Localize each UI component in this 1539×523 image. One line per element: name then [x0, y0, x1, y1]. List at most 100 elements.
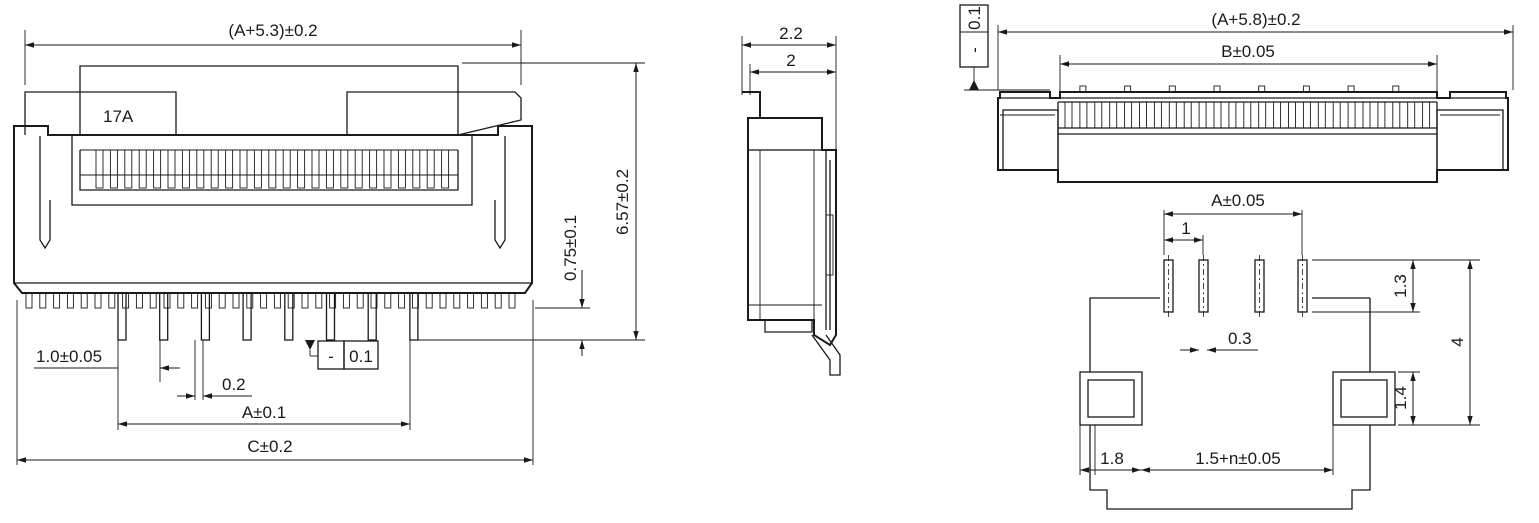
top-contact: [1317, 101, 1326, 129]
top-tolerance-sign: -: [965, 47, 984, 53]
contact-tooth: [369, 149, 378, 189]
pad-length-label: 1.3: [1391, 274, 1410, 298]
top-contact: [1109, 101, 1118, 129]
side-outer-label: 2.2: [779, 24, 803, 43]
housing-fin: [398, 292, 406, 309]
contact-tooth: [354, 149, 363, 189]
top-contact: [1198, 101, 1207, 129]
top-contact: [1228, 101, 1237, 129]
top-contact-tab: [1079, 85, 1087, 93]
housing-fin: [25, 292, 33, 309]
housing-fin: [80, 292, 88, 309]
pitch-label: 1: [1181, 219, 1190, 238]
contact-tooth: [325, 149, 334, 189]
contact-tooth: [383, 149, 392, 189]
housing-fin: [66, 292, 74, 309]
top-contact: [1139, 101, 1147, 129]
housing-fin: [301, 292, 309, 309]
top-contact: [1377, 101, 1386, 129]
housing-fin: [467, 292, 475, 309]
pad-width-label: 0.3: [1228, 329, 1252, 348]
top-contact: [1094, 101, 1103, 129]
solder-pin: [200, 292, 211, 341]
solder-pin: [284, 292, 294, 341]
housing-fin: [191, 292, 199, 309]
top-contacts: [1064, 85, 1431, 129]
contact-tooth: [109, 149, 118, 189]
housing-fin: [39, 292, 47, 309]
contact-tooth: [181, 149, 190, 189]
solder-pins: [117, 292, 419, 341]
top-contact: [1422, 101, 1431, 129]
side-view: 2.2 2: [741, 24, 841, 376]
solder-pin: [367, 292, 377, 341]
pad-span-label: A±0.05: [1211, 191, 1265, 210]
housing-fin: [218, 292, 226, 309]
solder-pin: [117, 292, 127, 341]
contact-tooth: [397, 149, 406, 189]
height-label: 6.57±0.2: [613, 169, 632, 235]
top-contact: [1153, 101, 1162, 129]
top-contact: [1332, 101, 1341, 129]
housing-fins: [25, 292, 516, 309]
housing-fin: [108, 292, 116, 309]
contact-teeth: [95, 149, 450, 189]
housing-fin: [135, 292, 143, 309]
housing-fin: [384, 292, 392, 309]
front-tolerance-value: 0.1: [349, 347, 373, 366]
top-contact-tab: [1168, 85, 1176, 93]
housing-fin: [232, 292, 240, 309]
pin-gap-label: 0.2: [222, 375, 246, 394]
housing-fin: [342, 292, 350, 309]
contact-tooth: [311, 149, 320, 189]
contact-tooth: [268, 149, 277, 189]
housing-fin: [425, 292, 433, 309]
top-contact-tab: [1347, 85, 1355, 93]
housing-fin: [246, 292, 254, 309]
solder-pin: [159, 292, 169, 341]
housing-fin: [315, 292, 323, 309]
contact-tooth: [282, 149, 291, 189]
mount-width-label: 1.8: [1100, 449, 1124, 468]
solder-pin: [325, 292, 336, 341]
contact-tooth: [196, 149, 205, 189]
contact-tooth: [340, 149, 349, 189]
mount-pad-left: [1079, 371, 1143, 426]
top-tolerance-value: 0.1: [965, 6, 984, 30]
front-view: (A+5.3)±0.2 17A 1.0±0.05 0.2: [13, 21, 645, 465]
top-contact: [1302, 101, 1311, 129]
top-view: 0.1 - (A+5.8)±0.2 B±0.05: [959, 4, 1514, 183]
contact-tooth: [95, 149, 104, 189]
signal-pads: [1163, 255, 1308, 318]
contact-tooth: [297, 149, 306, 189]
pin-span-label: A±0.1: [242, 403, 286, 422]
top-contact: [1362, 101, 1371, 129]
top-contact: [1273, 101, 1282, 129]
total-height-label: 4: [1448, 337, 1467, 346]
mount-pad-label: 1.4: [1391, 386, 1410, 410]
solder-pin: [242, 292, 252, 341]
housing-fin: [480, 292, 488, 309]
top-contact: [1183, 101, 1192, 129]
housing-fin: [273, 292, 281, 309]
top-contact: [1407, 101, 1416, 129]
pcb-footprint: A±0.05 1 0.3 1.3 1.4 4 1.8: [1079, 191, 1480, 510]
housing-fin: [439, 292, 447, 309]
top-contact: [1288, 101, 1296, 129]
top-contact: [1243, 101, 1252, 129]
housing-fin: [494, 292, 502, 309]
contact-tooth: [138, 149, 147, 189]
contact-tooth: [225, 149, 234, 189]
top-contact-tab: [1213, 85, 1221, 93]
top-contact-tab: [1124, 85, 1132, 93]
top-contact-tab: [1302, 85, 1310, 93]
top-contact: [1392, 101, 1401, 129]
mount-pad-right: [1332, 371, 1396, 426]
housing-fin: [53, 292, 61, 309]
front-tolerance-sign: -: [328, 347, 334, 366]
pin-width-label: 1.0±0.05: [36, 347, 102, 366]
housing-fin: [163, 292, 171, 309]
top-contact-tab: [1258, 85, 1266, 93]
housing-fin: [453, 292, 461, 309]
